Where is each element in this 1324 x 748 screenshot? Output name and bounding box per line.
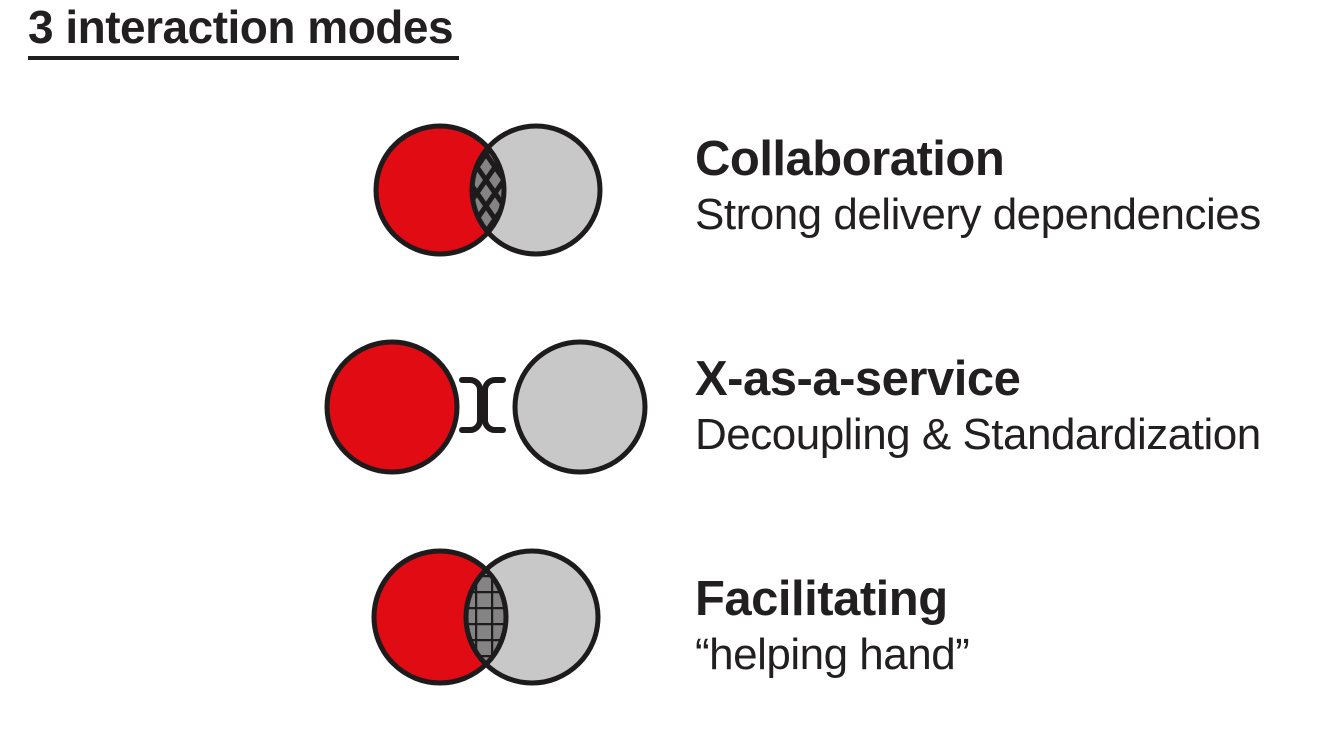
- page-title: 3 interaction modes: [28, 0, 460, 61]
- right-bracket: [482, 377, 506, 433]
- mode-description-xaas: Decoupling & Standardization: [695, 410, 1261, 460]
- mode-block-xaas: X-as-a-service Decoupling & Standardizat…: [695, 352, 1261, 460]
- xaas-brackets-icon: [324, 339, 648, 475]
- collaboration-overlap-icon: [373, 123, 603, 257]
- mode-description-facilitating: “helping hand”: [695, 630, 970, 680]
- gray-team-circle: [515, 342, 645, 472]
- mode-name-xaas: X-as-a-service: [695, 352, 1021, 406]
- mode-block-facilitating: Facilitating “helping hand”: [695, 572, 970, 680]
- mode-block-collaboration: Collaboration Strong delivery dependenci…: [695, 132, 1261, 240]
- red-team-circle: [376, 126, 504, 254]
- mode-name-collaboration: Collaboration: [695, 132, 1005, 186]
- facilitating-overlap-icon: [371, 548, 601, 686]
- gray-team-circle: [472, 126, 600, 254]
- mode-description-collaboration: Strong delivery dependencies: [695, 190, 1261, 240]
- left-bracket: [459, 377, 483, 433]
- mode-name-facilitating: Facilitating: [695, 572, 948, 626]
- red-team-circle: [327, 342, 457, 472]
